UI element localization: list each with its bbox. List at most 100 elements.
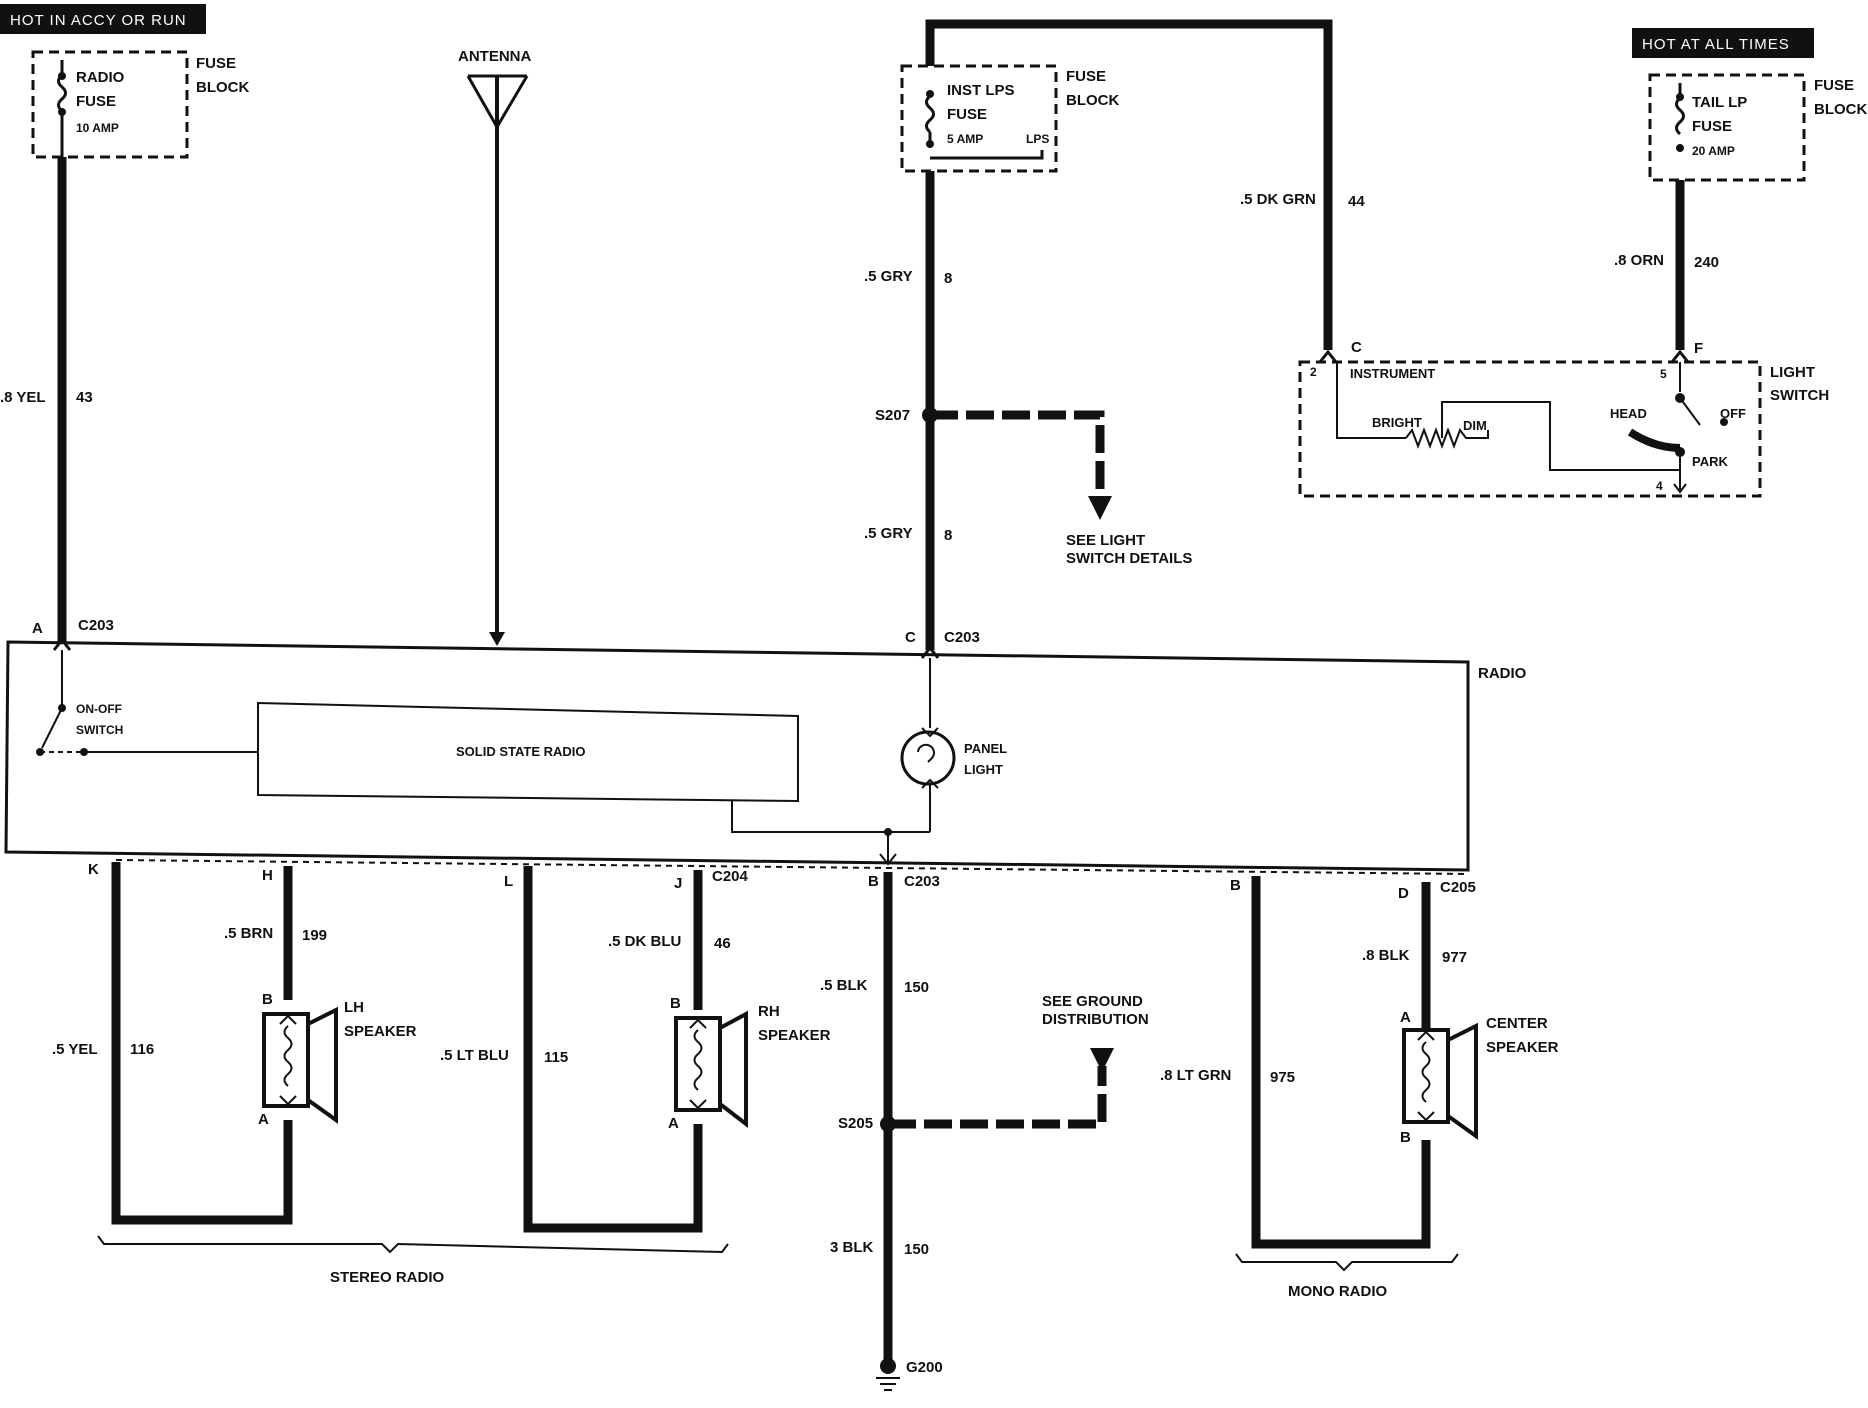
- diagram-label: .5 GRY: [864, 525, 913, 542]
- diagram-label: S205: [838, 1115, 873, 1132]
- diagram-label: SPEAKER: [344, 1023, 417, 1040]
- diagram-label: ANTENNA: [458, 48, 531, 65]
- splice-s207: S207 SEE LIGHT SWITCH DETAILS: [875, 407, 1192, 567]
- diagram-label: 3 BLK: [830, 1239, 874, 1256]
- diagram-label: H: [262, 867, 273, 884]
- diagram-label: J: [674, 875, 682, 892]
- tail-lp-fuse-block: TAIL LP FUSE 20 AMP FUSE BLOCK: [1648, 73, 1867, 182]
- diagram-label: INST LPS: [947, 82, 1015, 99]
- diagram-label: 116: [130, 1041, 154, 1058]
- center-speaker-icon: A B CENTER SPEAKER: [1400, 1009, 1559, 1146]
- diagram-label: C203: [78, 617, 114, 634]
- diagram-label: .5 YEL: [52, 1041, 98, 1058]
- radio-unit: RADIO A C203 C C203 ON-OFF SWITCH SOLID …: [4, 617, 1527, 872]
- diagram-label: LIGHT: [964, 762, 1003, 777]
- diagram-label: BLOCK: [1814, 101, 1867, 118]
- diagram-label: G200: [906, 1359, 943, 1376]
- mono-radio-brace: MONO RADIO: [1235, 1253, 1459, 1300]
- diagram-label: RH: [758, 1003, 780, 1020]
- diagram-label: 20 AMP: [1692, 144, 1735, 158]
- inst-lps-fuse-block: INST LPS FUSE 5 AMP LPS FUSE BLOCK: [900, 64, 1119, 173]
- diagram-label: CENTER: [1486, 1015, 1548, 1032]
- diagram-label: SEE GROUND: [1042, 993, 1143, 1010]
- diagram-label: SPEAKER: [1486, 1039, 1559, 1056]
- diagram-label: B: [670, 995, 681, 1012]
- diagram-label: FUSE: [1692, 118, 1732, 135]
- diagram-label: TAIL LP: [1692, 94, 1747, 111]
- diagram-label: PANEL: [964, 741, 1007, 756]
- lh-speaker-icon: B A LH SPEAKER: [258, 991, 417, 1128]
- fuse-icon: [925, 94, 935, 134]
- diagram-label: .8 ORN: [1614, 252, 1664, 269]
- diagram-label: L: [504, 873, 513, 890]
- diagram-label: HEAD: [1610, 406, 1647, 421]
- stereo-radio-brace: STEREO RADIO: [97, 1235, 729, 1286]
- diagram-label: A: [258, 1111, 269, 1128]
- diagram-label: C203: [904, 873, 940, 890]
- light-switch: C F 2 5 4 INSTRUMENT BRIGHT DIM HEAD OFF…: [1298, 339, 1829, 498]
- diagram-label: SEE LIGHT: [1066, 532, 1145, 549]
- diagram-label: .5 BLK: [820, 977, 868, 994]
- wire-yel-116: [111, 862, 293, 1225]
- on-off-switch-label: ON-OFF: [76, 702, 122, 716]
- diagram-label: 5: [1660, 367, 1667, 381]
- wire-lt-grn-975: [1251, 876, 1431, 1249]
- diagram-label: 8: [944, 270, 952, 287]
- diagram-label: 8: [944, 527, 952, 544]
- diagram-label: .8 LT GRN: [1160, 1067, 1231, 1084]
- diagram-label: C204: [712, 868, 749, 885]
- diagram-label: K: [88, 861, 99, 878]
- wire-dk-grn-44: [925, 19, 1333, 350]
- diagram-label: 44: [1348, 193, 1365, 210]
- fuse-icon: [1675, 96, 1685, 136]
- wire-lt-blu-115: [523, 866, 703, 1233]
- diagram-label: DISTRIBUTION: [1042, 1011, 1149, 1028]
- banner-hot-accy-run: HOT IN ACCY OR RUN: [0, 4, 206, 34]
- diagram-label: C: [905, 629, 916, 646]
- diagram-label: SWITCH: [1770, 387, 1829, 404]
- diagram-label: C205: [1440, 879, 1476, 896]
- diagram-label: B: [262, 991, 273, 1008]
- diagram-label: SWITCH DETAILS: [1066, 550, 1192, 567]
- diagram-label: 5 AMP: [947, 132, 983, 146]
- fuse-icon: [57, 73, 67, 113]
- diagram-label: 115: [544, 1049, 568, 1066]
- ground-g200-icon: G200: [876, 1358, 943, 1391]
- diagram-label: BLOCK: [1066, 92, 1119, 109]
- diagram-label: .5 LT BLU: [440, 1047, 509, 1064]
- radio-fuse-block: RADIO FUSE 10 AMP FUSE BLOCK: [31, 50, 249, 159]
- diagram-label: RADIO: [1478, 665, 1527, 682]
- diagram-label: 150: [904, 979, 929, 996]
- diagram-label: LPS: [1026, 132, 1049, 146]
- diagram-label: LH: [344, 999, 364, 1016]
- diagram-label: 199: [302, 927, 327, 944]
- rh-speaker-icon: B A RH SPEAKER: [668, 995, 831, 1132]
- diagram-label: SWITCH: [76, 723, 123, 737]
- splice-s205: S205 SEE GROUND DISTRIBUTION: [838, 993, 1149, 1132]
- diagram-label: FUSE: [1066, 68, 1106, 85]
- diagram-label: LIGHT: [1770, 364, 1815, 381]
- diagram-label: B: [1400, 1129, 1411, 1146]
- diagram-label: BLOCK: [196, 79, 249, 96]
- diagram-label: HOT IN ACCY OR RUN: [10, 12, 187, 29]
- diagram-label: FUSE: [196, 55, 236, 72]
- diagram-label: FUSE: [1814, 77, 1854, 94]
- diagram-label: SPEAKER: [758, 1027, 831, 1044]
- banner-hot-all-times: HOT AT ALL TIMES: [1632, 28, 1814, 58]
- diagram-label: B: [868, 873, 879, 890]
- diagram-label: F: [1694, 340, 1703, 357]
- diagram-label: BRIGHT: [1372, 415, 1422, 430]
- diagram-label: .5 DK GRN: [1240, 191, 1316, 208]
- diagram-label: C203: [944, 629, 980, 646]
- diagram-label: 977: [1442, 949, 1467, 966]
- arrow-down-icon: [1088, 496, 1112, 520]
- diagram-label: 240: [1694, 254, 1719, 271]
- diagram-label: DIM: [1463, 418, 1487, 433]
- diagram-label: 46: [714, 935, 731, 952]
- diagram-label: A: [32, 620, 43, 637]
- diagram-label: INSTRUMENT: [1350, 366, 1435, 381]
- diagram-label: .5 DK BLU: [608, 933, 681, 950]
- diagram-label: .5 GRY: [864, 268, 913, 285]
